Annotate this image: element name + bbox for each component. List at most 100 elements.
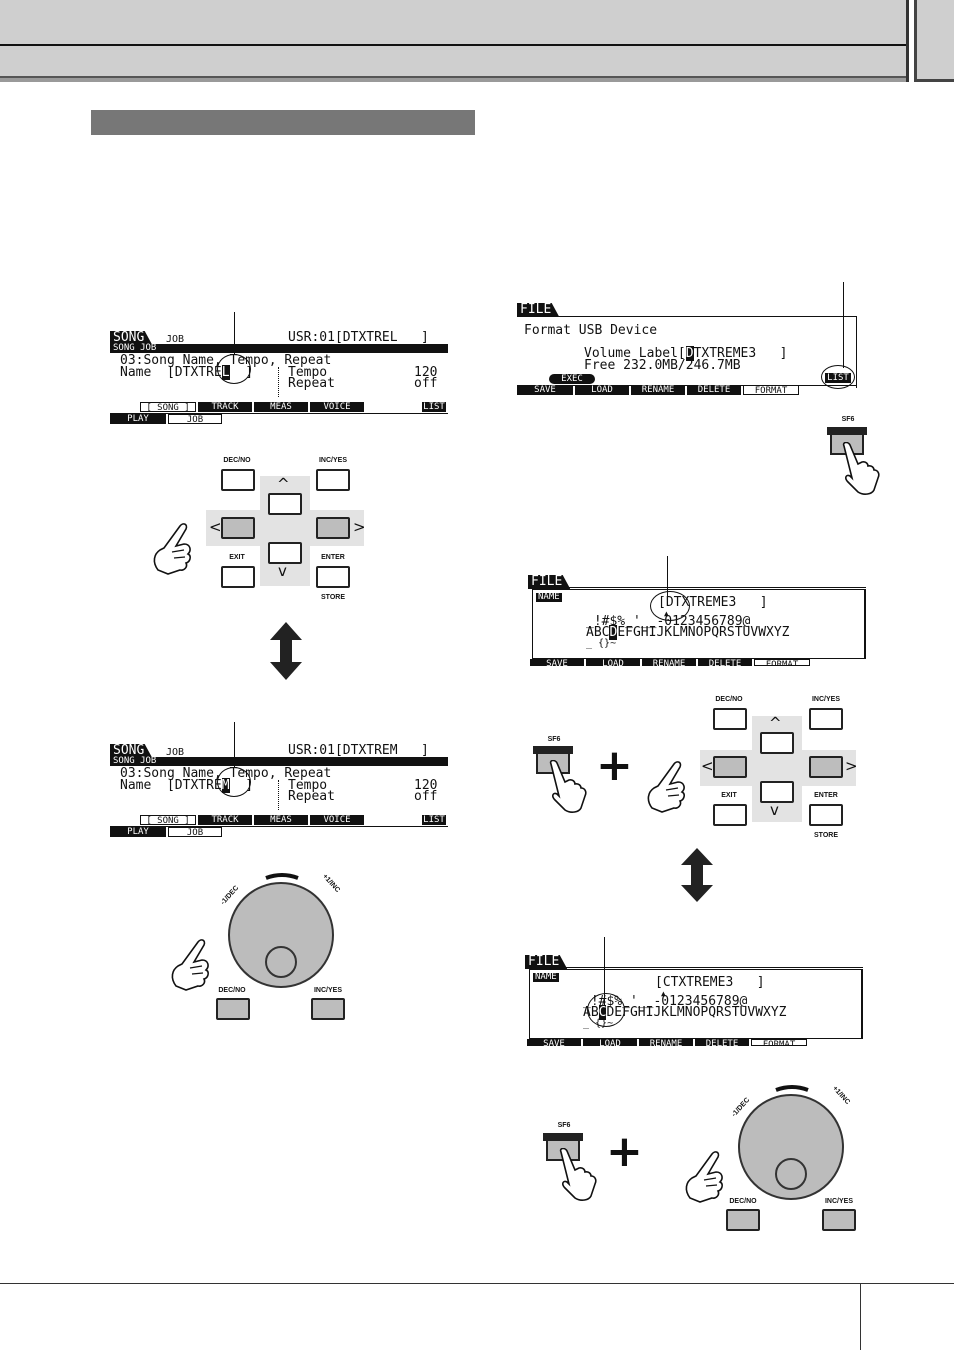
lcd-tab-song: [ SONG ] [140,402,196,413]
lcd-tab-save: SAVE [530,659,584,666]
lcd-tab-list: LIST [422,402,446,412]
lcd-chars-row2: ABCDEFGHIJKLMNOPQRSTUVWXYZ [586,625,790,640]
inc-yes-label: INC/YES [811,696,840,703]
lcd-divider [278,780,279,810]
inc-yes-button[interactable] [822,1209,856,1231]
lcd-tab-meas: MEAS [254,402,308,412]
lcd-tab-list: LIST [422,815,446,825]
lcd-sub-tag: SONG JOB [113,343,157,353]
footer-divider [860,1283,861,1350]
up-button[interactable] [760,732,794,754]
dial-scale [232,873,332,919]
down-button[interactable] [760,781,794,803]
right-arrow-icon: > [353,518,366,536]
lcd-volume-line: Volume Label[DTXTREME3 ] [584,346,788,361]
dec-no-button[interactable] [221,469,255,491]
lcd-name-tag: NAME [536,592,562,602]
lcd-format-title: Format USB Device [524,323,658,338]
dial-scale [742,1085,842,1131]
data-dial[interactable] [738,1094,844,1200]
sf6-button-top [533,746,573,754]
left-button[interactable] [713,756,747,778]
lcd-free-line: Free 232.0MB/246.7MB [584,358,741,373]
callout-circle [587,993,625,1027]
sf6-button-top [543,1133,583,1141]
exit-button[interactable] [713,804,747,826]
header-shadow [0,78,909,82]
chapter-tab [914,0,954,82]
pressing-hand-icon [559,1148,597,1201]
lcd-header-tab: FILE [525,955,568,969]
right-button[interactable] [809,756,843,778]
double-arrow-icon [681,848,713,902]
lcd-tab-meas: MEAS [254,815,308,825]
lcd-usr-label: USR:01[DTXTREL ] [288,330,429,345]
lcd-tab-format: FORMAT [751,1039,807,1046]
pressing-hand-icon [842,442,880,495]
lcd-tab-rename: RENAME [642,659,696,666]
lcd-tempo-label: Tempo [288,778,328,793]
header-divider [906,0,909,82]
dec-no-button[interactable] [713,708,747,730]
up-button[interactable] [268,493,302,515]
lcd-tempo-label: Tempo [288,365,328,380]
lcd-bottom-tab-play: PLAY [110,414,166,424]
lcd-title-rule [528,587,866,588]
enter-label: ENTER [321,554,345,561]
sf6-label: SF6 [557,1122,571,1129]
down-button[interactable] [268,542,302,564]
enter-label: ENTER [814,792,838,799]
lcd-right-edge [856,316,857,388]
inc-yes-label: INC/YES [318,457,347,464]
footer-rule [0,1283,954,1284]
right-button[interactable] [316,517,350,539]
double-arrow-icon [270,622,302,680]
lcd-chars-post: DEFGHIJKLMNOPQRSTUVWXYZ [606,1005,787,1020]
enter-button[interactable] [809,804,843,826]
song-job-lcd-top: SONG JOB USR:01[DTXTREL ] SONG JOB 03:So… [110,330,448,425]
exit-label: EXIT [229,554,245,561]
inc-yes-button[interactable] [311,998,345,1020]
dec-no-label: DEC/NO [729,1198,757,1205]
pointing-hand-icon [171,939,209,991]
exit-button[interactable] [221,566,255,588]
pointing-hand-icon [647,761,685,813]
inc-yes-button[interactable] [809,708,843,730]
lcd-chars-pre: ABC [586,625,610,640]
plus-icon: + [606,1126,643,1177]
file-name-lcd-2: FILE NAME [CTXTREME3 ] ▲ _!#$%_'__-01234… [525,955,863,1047]
data-dial[interactable] [228,882,334,988]
lcd-tab-load: LOAD [583,1039,637,1046]
lcd-title-rule [517,316,857,317]
lcd-name-tag: NAME [533,972,559,982]
dial-finger-knob [265,946,297,978]
lcd-job-label: JOB [166,747,185,758]
dec-no-button[interactable] [726,1209,760,1231]
exit-label: EXIT [721,792,737,799]
callout-line [667,556,668,600]
lcd-tab-song: [ SONG ] [140,815,196,826]
left-arrow-icon: < [701,757,714,775]
enter-button[interactable] [316,566,350,588]
lcd-repeat-value: off [414,789,438,804]
lcd-name-window [529,969,863,1039]
lcd-tab-save: SAVE [517,385,573,395]
lcd-chars-row3: _ {}~ [583,1018,614,1029]
dec-no-button[interactable] [216,998,250,1020]
song-job-lcd-bottom: SONG JOB USR:01[DTXTREM ] SONG JOB 03:So… [110,744,448,838]
lcd-repeat-label: Repeat [288,376,335,391]
left-button[interactable] [221,517,255,539]
lcd-bottom-tab-play: PLAY [110,827,166,837]
inc-yes-button[interactable] [316,469,350,491]
lcd-repeat-value: off [414,376,438,391]
lcd-header-tab: FILE [517,303,560,317]
lcd-header-tab: FILE [528,575,571,589]
callout-circle [217,767,251,797]
section-heading-bar [91,110,475,135]
lcd-tab-voice: VOICE [310,402,364,412]
lcd-tab-voice: VOICE [310,815,364,825]
left-arrow-icon: < [209,518,222,536]
lcd-chars-row1: _!#$%_'__-0123456789@ [586,614,751,629]
header-rule [0,44,906,46]
page-header-bar [0,0,906,78]
